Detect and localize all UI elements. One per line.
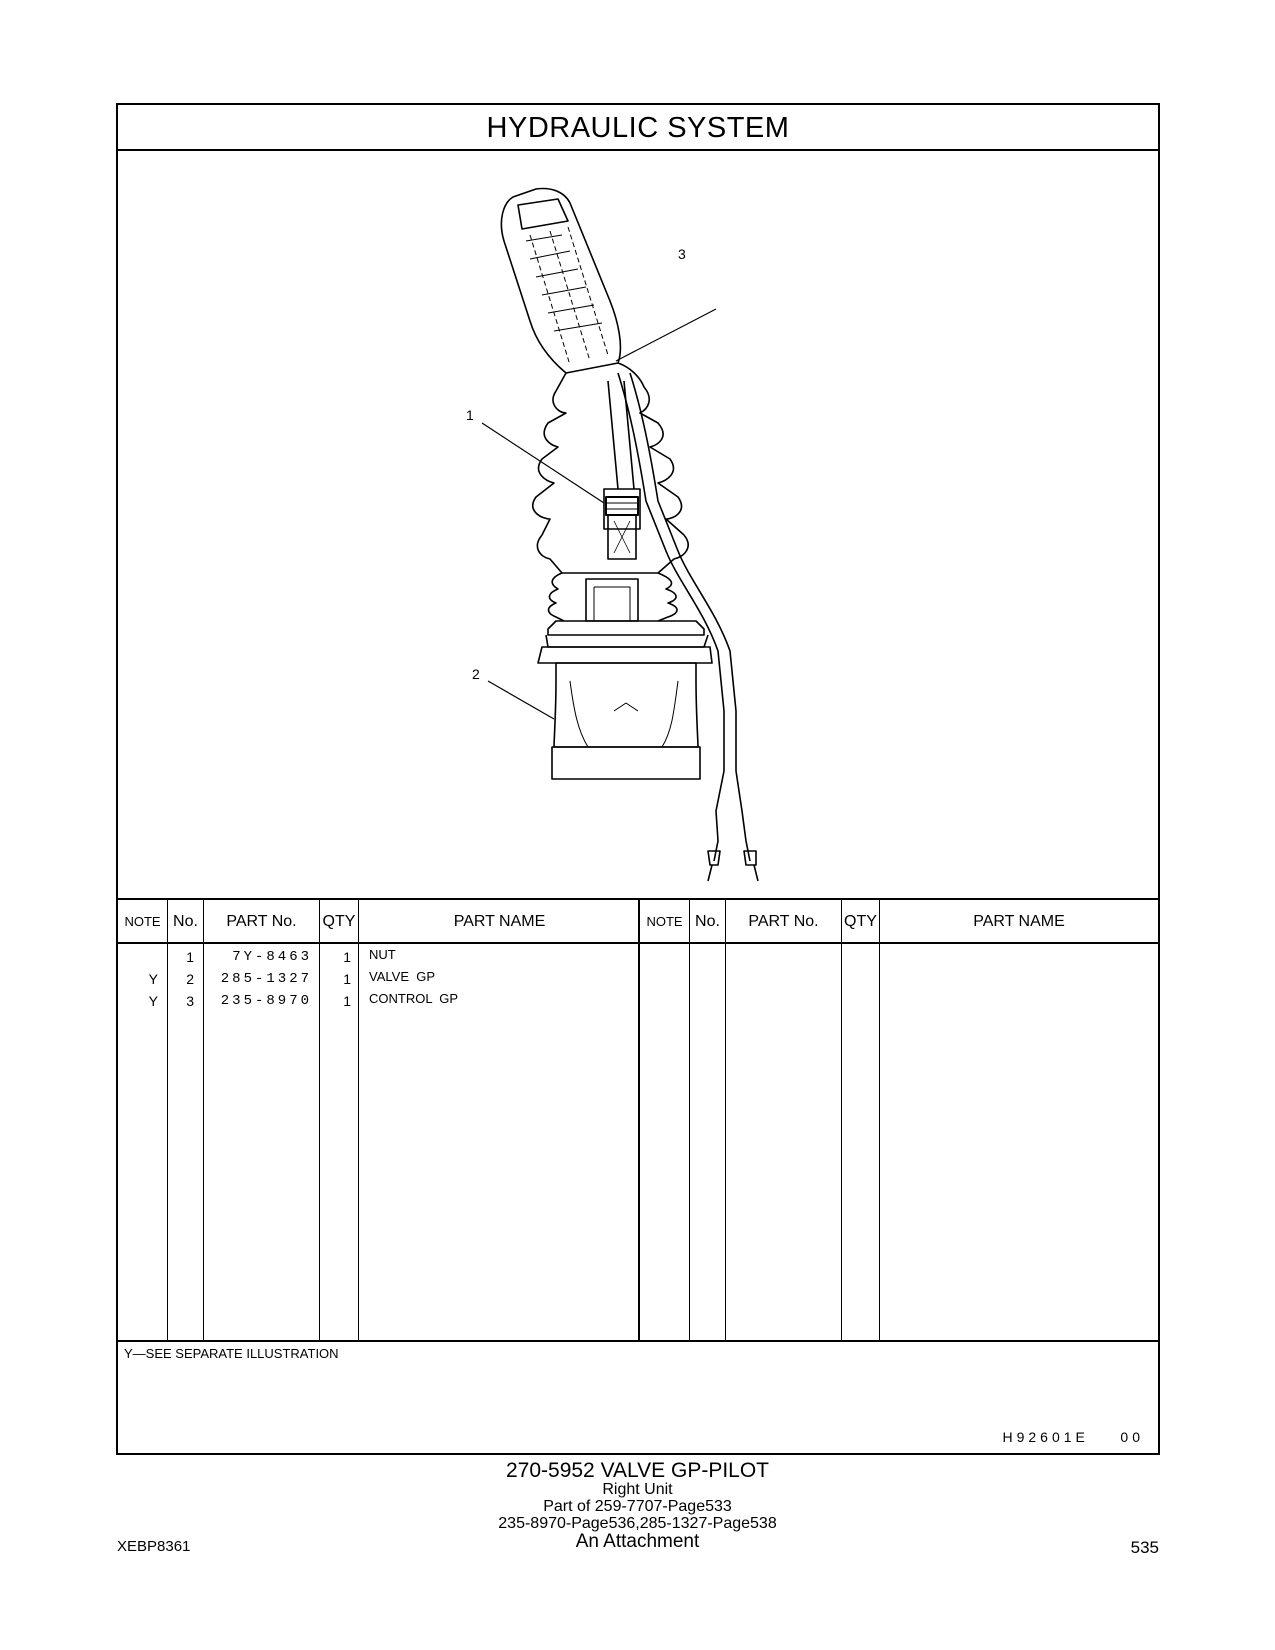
header-part-no: PART No. xyxy=(726,900,841,944)
illustration-code: H92601E 00 xyxy=(1002,1429,1144,1445)
parts-table-left: NOTE Y Y No. 1 2 3 PART No. 7Y-8463 285-… xyxy=(118,900,640,1340)
cell-part-name: VALVE GP xyxy=(369,969,435,984)
cell-no: 3 xyxy=(186,993,194,1009)
valve-base xyxy=(551,746,701,780)
leader-line-2 xyxy=(487,680,555,720)
caption-attachment: An Attachment xyxy=(575,1531,700,1552)
caption-part-of: Part of 259-7707-Page533 xyxy=(543,1498,732,1515)
leader-line-1 xyxy=(481,422,605,504)
cell-part-no: 285-1327 xyxy=(220,971,312,987)
parts-table: NOTE Y Y No. 1 2 3 PART No. 7Y-8463 285-… xyxy=(118,900,1158,1342)
parts-page-frame: HYDRAULIC SYSTEM xyxy=(116,103,1160,1455)
caption-references: 235-8970-Page536,285-1327-Page538 xyxy=(498,1515,777,1532)
cell-note: Y xyxy=(148,971,158,987)
caption-unit: Right Unit xyxy=(602,1481,673,1498)
header-no: No. xyxy=(168,900,203,944)
wire-harness xyxy=(617,372,725,771)
col-qty: QTY xyxy=(842,900,880,1340)
callout-1: 1 xyxy=(466,407,474,423)
header-no: No. xyxy=(690,900,725,944)
header-note: NOTE xyxy=(640,900,689,944)
col-no: No. xyxy=(690,900,726,1340)
header-part-name: PART NAME xyxy=(880,900,1158,944)
leader-line-3 xyxy=(615,308,717,362)
col-note: NOTE xyxy=(640,900,690,1340)
valve-gp-pilot-drawing: 3 1 2 xyxy=(466,187,759,882)
cell-part-name: CONTROL GP xyxy=(369,991,459,1006)
parts-illustration: 3 1 2 xyxy=(118,151,1158,900)
control-stem xyxy=(607,380,635,490)
page-number: 535 xyxy=(1130,1538,1159,1557)
document-id: XEBP8361 xyxy=(117,1538,191,1555)
header-part-no: PART No. xyxy=(204,900,319,944)
section-title: HYDRAULIC SYSTEM xyxy=(118,105,1158,151)
parts-table-right: NOTE No. PART No. QTY PART NAME xyxy=(640,900,1158,1340)
col-part-no: PART No. xyxy=(726,900,842,1340)
cell-qty: 1 xyxy=(343,993,351,1009)
header-part-name: PART NAME xyxy=(359,900,640,944)
col-qty: QTY 1 1 1 xyxy=(320,900,359,1340)
callout-2: 2 xyxy=(472,666,480,682)
cell-part-name: NUT xyxy=(369,947,396,962)
cell-qty: 1 xyxy=(343,971,351,987)
footnote: Y—SEE SEPARATE ILLUSTRATION xyxy=(124,1346,339,1361)
col-part-no: PART No. 7Y-8463 285-1327 235-8970 xyxy=(204,900,320,1340)
cell-part-no: 235-8970 xyxy=(220,993,312,1009)
cell-no: 2 xyxy=(186,971,194,987)
cell-part-no: 7Y-8463 xyxy=(232,949,312,965)
cell-note xyxy=(118,946,168,968)
nut xyxy=(605,496,639,516)
col-note: NOTE Y Y xyxy=(118,900,168,1340)
boot-left xyxy=(532,372,567,574)
header-qty: QTY xyxy=(842,900,879,944)
cell-no: 1 xyxy=(186,949,194,965)
boot-right xyxy=(617,362,689,574)
valve-body xyxy=(553,662,699,748)
header-qty: QTY xyxy=(320,900,358,944)
col-part-name: PART NAME NUT VALVE GP CONTROL GP xyxy=(359,900,640,1340)
caption-title: 270-5952 VALVE GP-PILOT xyxy=(505,1459,770,1482)
header-note: NOTE xyxy=(118,900,167,944)
cell-note: Y xyxy=(148,993,158,1009)
col-no: No. 1 2 3 xyxy=(168,900,204,1340)
col-part-name: PART NAME xyxy=(880,900,1158,1340)
callout-3: 3 xyxy=(678,246,686,262)
cell-qty: 1 xyxy=(343,949,351,965)
valve-flange xyxy=(537,646,713,664)
